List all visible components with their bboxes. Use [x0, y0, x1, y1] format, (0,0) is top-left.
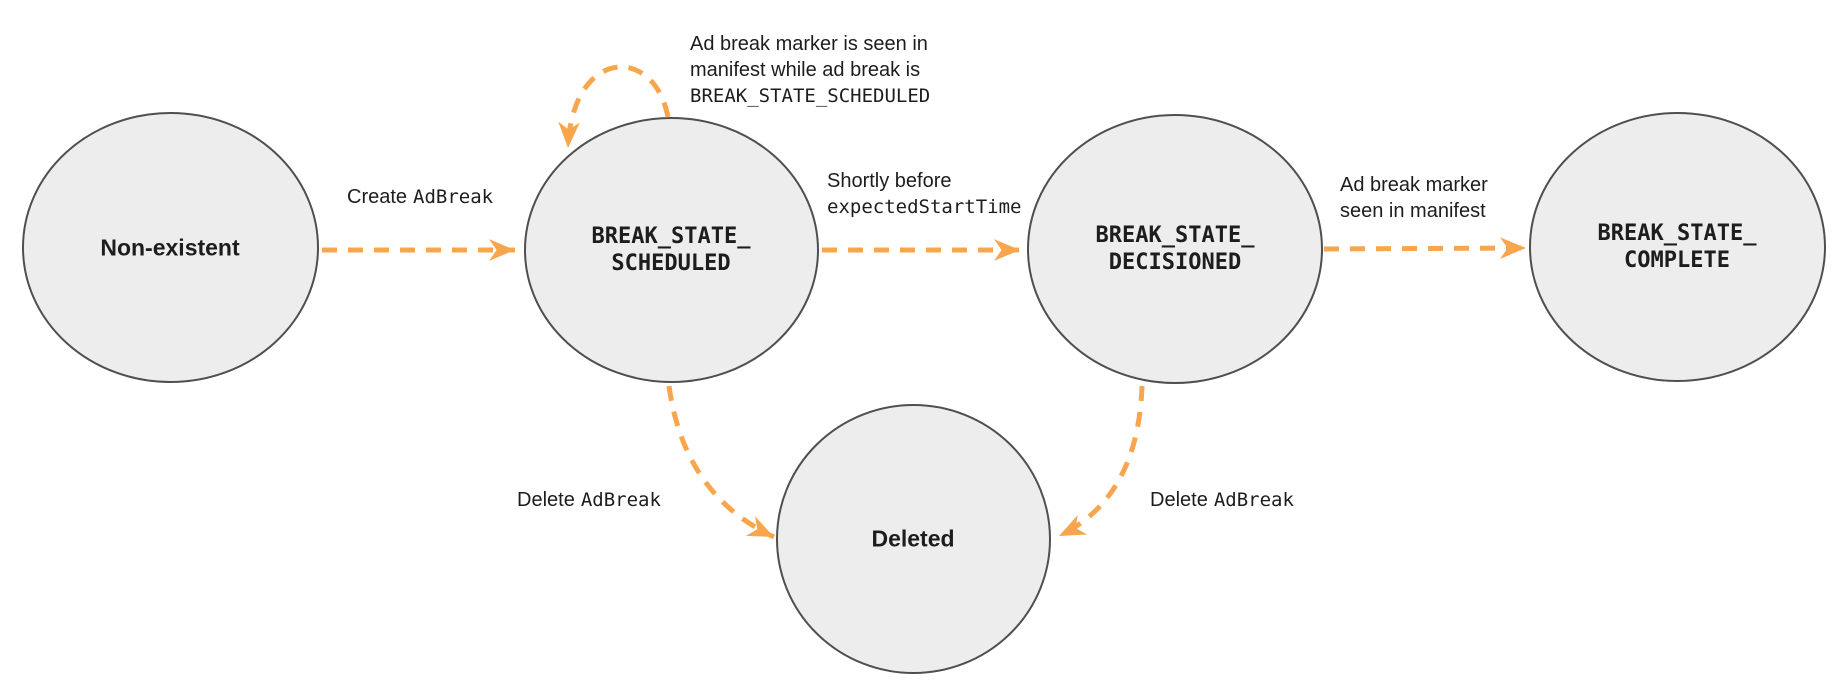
state-label-non-existent: Non-existent — [100, 234, 240, 261]
edge-label-delete-left-plain: Delete — [517, 489, 575, 511]
state-label-decisioned-line2: DECISIONED — [1108, 250, 1242, 275]
edge-label-self-loop-code: BREAK_STATE_SCHEDULED — [690, 85, 931, 107]
edge-label-self-loop-line2: manifest while ad break is — [690, 59, 921, 81]
state-circle-non-existent — [22, 112, 319, 383]
state-circle-scheduled — [524, 117, 819, 383]
edge-label-self-loop-line1: Ad break marker is seen in — [690, 33, 928, 55]
edge-label-delete-right-code: AdBreak — [1213, 489, 1294, 511]
edge-label-shortly-before-line1: Shortly before — [827, 170, 952, 192]
edge-label-delete-left-code: AdBreak — [580, 489, 661, 511]
edge-label-marker-seen-line2: seen in manifest — [1340, 200, 1486, 222]
edge-decisioned-to-deleted — [1057, 385, 1145, 539]
edge-scheduled-to-deleted — [666, 385, 776, 540]
edge-decisioned-to-complete — [1323, 237, 1527, 259]
state-circle-complete — [1529, 112, 1826, 382]
state-label-decisioned-line1: BREAK_STATE_ — [1095, 223, 1255, 248]
state-label-complete-line1: BREAK_STATE_ — [1597, 221, 1757, 246]
edge-label-delete-right-plain: Delete — [1150, 489, 1208, 511]
edge-self-loop-scheduled — [558, 64, 671, 149]
edge-label-marker-seen-line1: Ad break marker — [1340, 174, 1488, 196]
edge-label-self-loop: Ad break marker is seen in manifest whil… — [690, 31, 930, 109]
edge-label-shortly-before-code: expectedStartTime — [827, 196, 1022, 218]
state-label-deleted: Deleted — [871, 525, 955, 552]
state-label-scheduled-line1: BREAK_STATE_ — [591, 224, 751, 249]
state-label-decisioned: BREAK_STATE_ DECISIONED — [1096, 222, 1255, 276]
edge-label-create-plain: Create — [347, 186, 408, 208]
edge-label-create-code: AdBreak — [413, 186, 494, 208]
state-circle-decisioned — [1027, 114, 1323, 384]
state-label-scheduled: BREAK_STATE_ SCHEDULED — [592, 223, 751, 277]
edge-label-marker-seen: Ad break marker seen in manifest — [1340, 172, 1488, 224]
state-label-complete-line2: COMPLETE — [1624, 248, 1730, 273]
state-label-complete: BREAK_STATE_ COMPLETE — [1598, 220, 1757, 274]
state-circle-deleted — [776, 404, 1051, 674]
state-label-scheduled-line2: SCHEDULED — [611, 251, 731, 276]
edge-label-shortly-before: Shortly before expectedStartTime — [827, 168, 1021, 220]
